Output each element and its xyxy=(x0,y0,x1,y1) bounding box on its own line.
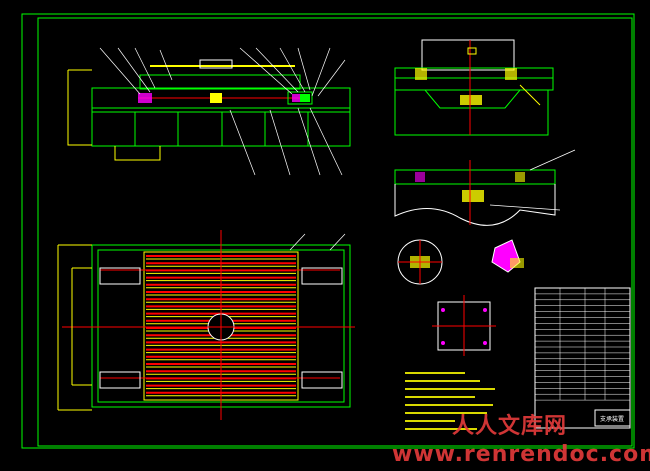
plan-view[interactable] xyxy=(57,230,355,420)
side-elevation-view[interactable] xyxy=(394,39,554,136)
watermark-logo-text: 人人文库网 xyxy=(452,414,568,439)
detail-view-plate[interactable] xyxy=(432,295,496,356)
title-block[interactable]: 支承装置 xyxy=(534,287,631,429)
technical-notes xyxy=(405,372,495,430)
note-line xyxy=(405,380,480,382)
front-elevation-view[interactable] xyxy=(67,47,351,176)
note-line xyxy=(405,404,493,406)
note-line xyxy=(405,396,475,398)
note-line xyxy=(405,420,455,422)
detail-view-circle[interactable] xyxy=(397,239,443,285)
section-view[interactable] xyxy=(394,149,576,226)
outer-frame xyxy=(21,13,635,449)
note-line xyxy=(405,372,465,374)
note-line xyxy=(405,428,477,430)
note-line xyxy=(405,388,495,390)
note-line xyxy=(405,412,487,414)
watermark-url[interactable]: www.renrendoc.com xyxy=(392,442,650,467)
title-block-title: 支承装置 xyxy=(600,415,624,423)
detail-view-magenta[interactable] xyxy=(491,239,524,273)
inner-frame xyxy=(37,17,633,447)
